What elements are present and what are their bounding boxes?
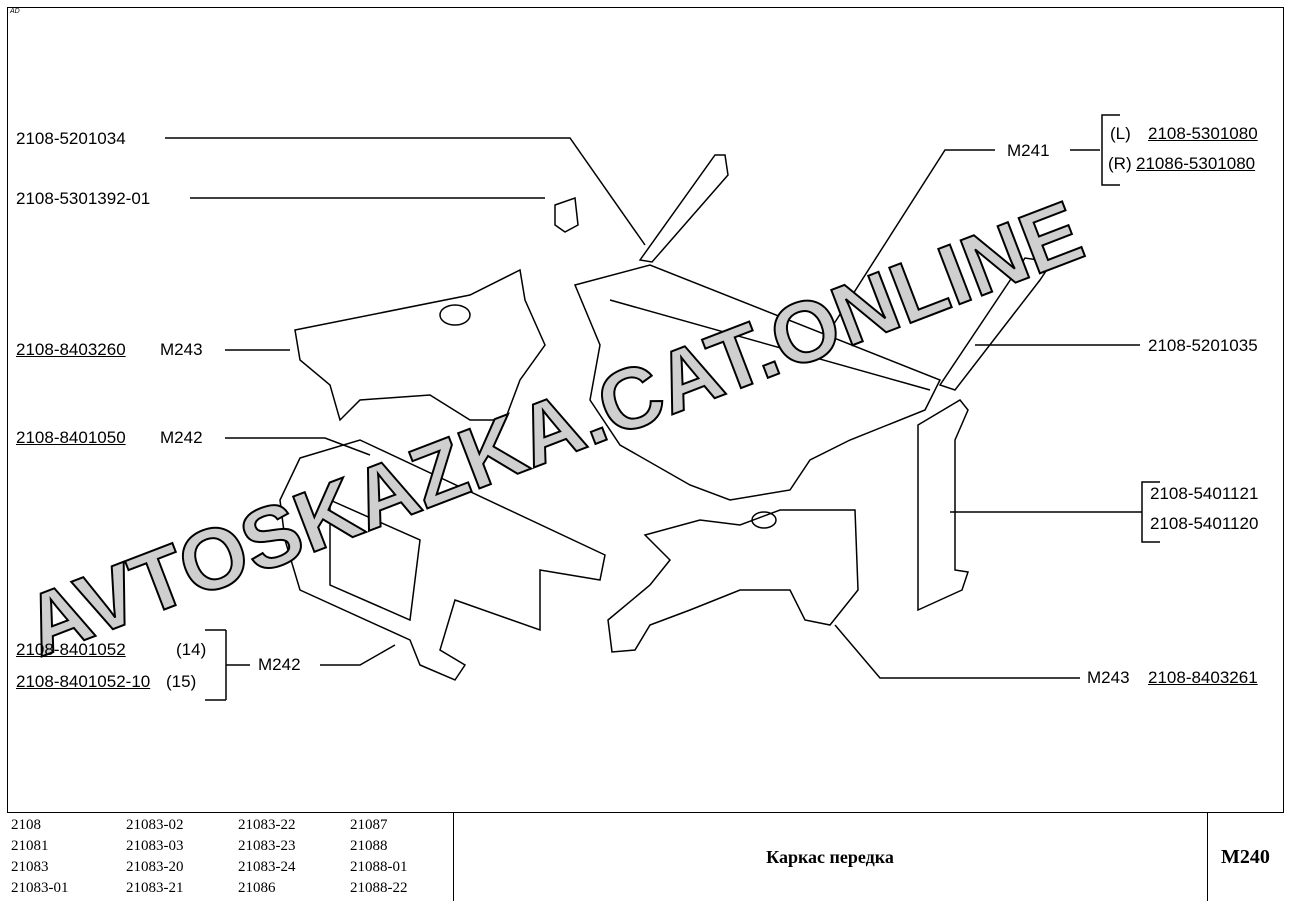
callout-2108-8401052: 2108-8401052 (16, 640, 126, 659)
callout-2108-8403260: 2108-8403260 (16, 340, 126, 359)
part-side-panel (917, 399, 969, 612)
model-item: 21087 (350, 817, 388, 833)
model-item: 21083 (11, 859, 49, 875)
callout-ref-m242-lower: M242 (258, 655, 301, 674)
model-list: 2108 21081 21083 21083-01 21083-02 21083… (7, 813, 454, 901)
title-block: 2108 21081 21083 21083-01 21083-02 21083… (7, 812, 1284, 901)
model-item: 21088-01 (350, 859, 408, 875)
callout-2108-5201034: 2108-5201034 (16, 129, 126, 148)
corner-mark: AD (10, 8, 20, 15)
model-item: 21083-20 (126, 859, 184, 875)
callout-2108-5301392-01: 2108-5301392-01 (16, 189, 151, 208)
callout-2108-8403261: 2108-8403261 (1148, 668, 1258, 687)
model-item: 21083-03 (126, 838, 184, 854)
part-radiator-frame (279, 439, 606, 681)
model-item: 21088 (350, 838, 388, 854)
callout-2108-8401052-10: 2108-8401052-10 (16, 672, 151, 691)
part-pillar-left (638, 154, 729, 263)
model-item: 21081 (11, 838, 49, 854)
callout-2108-5201035: 2108-5201035 (1148, 336, 1258, 355)
callout-ref-m243: M243 (160, 340, 203, 359)
model-item: 21083-02 (126, 817, 184, 833)
part-dash-panel (573, 264, 942, 501)
model-item: 21086 (238, 880, 276, 896)
callout-side-r: (R) (1108, 154, 1132, 173)
model-item: 21083-21 (126, 880, 184, 896)
part-mudguard-left (294, 268, 546, 422)
callout-ref-m241: M241 (1007, 141, 1050, 160)
callout-2108-5401120: 2108-5401120 (1150, 514, 1259, 533)
callout-2108-8401050: 2108-8401050 (16, 428, 126, 447)
part-pillar-right (938, 257, 1054, 391)
model-item: 2108 (11, 817, 41, 833)
callout-2108-5301080: 2108-5301080 (1148, 124, 1258, 143)
drawing-title: Каркас передка (453, 813, 1208, 901)
model-item: 21083-24 (238, 859, 296, 875)
callout-qty-15: (15) (166, 672, 197, 691)
callout-21086-5301080: 21086-5301080 (1136, 154, 1256, 173)
leader-lines (165, 114, 1160, 701)
model-item: 21083-22 (238, 817, 296, 833)
callout-side-l: (L) (1110, 124, 1131, 143)
model-item: 21083-01 (11, 880, 69, 896)
model-item: 21083-23 (238, 838, 296, 854)
callout-ref-m243-right: M243 (1087, 668, 1130, 687)
drawing-code: M240 (1221, 845, 1270, 868)
part-mudguard-right (607, 509, 859, 653)
part-plug (554, 196, 579, 233)
callout-qty-14: (14) (176, 640, 207, 659)
callout-2108-5401121: 2108-5401121 (1150, 484, 1259, 503)
callout-ref-m242: M242 (160, 428, 203, 447)
model-item: 21088-22 (350, 880, 408, 896)
